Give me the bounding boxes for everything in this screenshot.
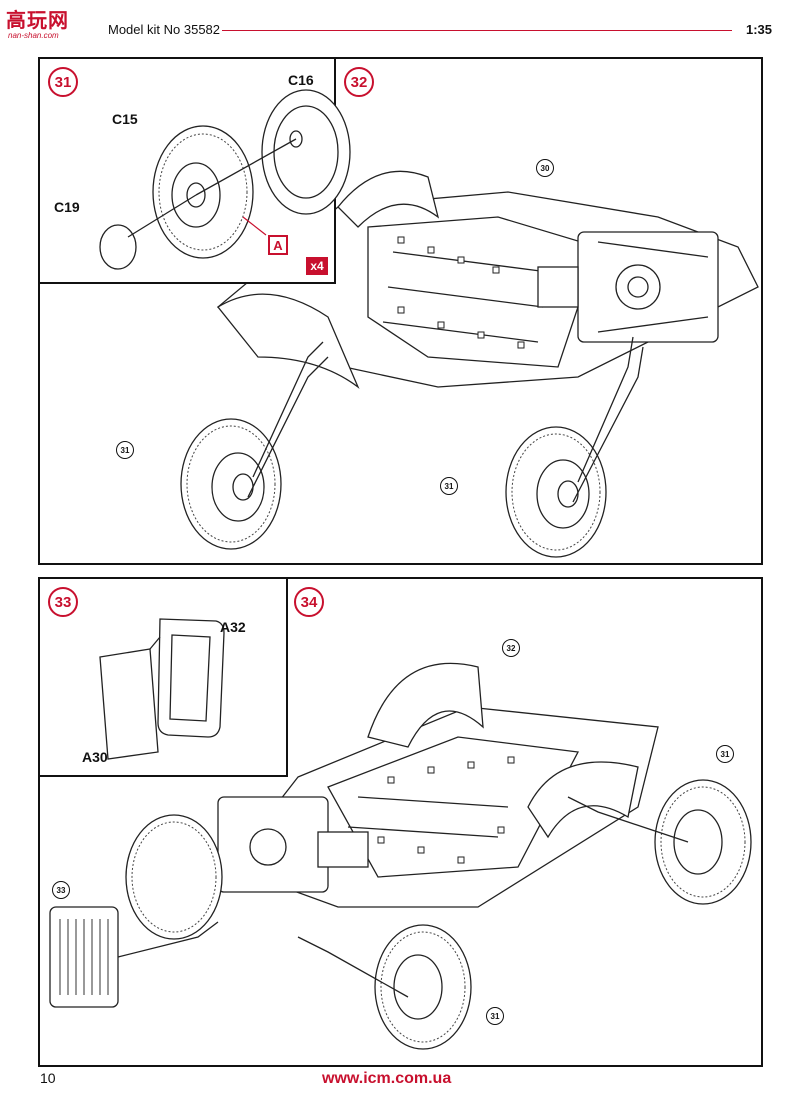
step-number-34: 34 bbox=[294, 587, 324, 617]
step-number-32: 32 bbox=[344, 67, 374, 97]
part-label-a30: A30 bbox=[82, 749, 108, 765]
site-logo-subtitle: nan-shan.com bbox=[8, 31, 59, 40]
page-number: 10 bbox=[40, 1070, 56, 1086]
header-rule bbox=[222, 30, 732, 31]
part-label-a32: A32 bbox=[220, 619, 246, 635]
ref-step-31-left: 31 bbox=[116, 441, 134, 459]
footer-url-link[interactable]: www.icm.com.ua bbox=[322, 1070, 452, 1087]
part-label-c15: C15 bbox=[112, 111, 138, 127]
scale-label: 1:35 bbox=[745, 22, 772, 37]
step-31-panel: 31 C16 C15 C19 A x4 bbox=[38, 57, 351, 284]
step-32-panel: 32 30 31 31 bbox=[38, 57, 763, 565]
step-33-panel: 33 A32 A30 bbox=[38, 577, 288, 777]
chassis-drawing-34 bbox=[49, 662, 752, 1050]
kit-title: Model kit No 35582 bbox=[108, 22, 221, 37]
part-label-c19: C19 bbox=[54, 199, 80, 215]
ref-step-31-right: 31 bbox=[716, 745, 734, 763]
paint-ref-a: A bbox=[268, 235, 288, 255]
radiator-drawing-33 bbox=[99, 618, 225, 760]
ref-step-31-right: 31 bbox=[440, 477, 458, 495]
ref-step-30: 30 bbox=[536, 159, 554, 177]
ref-step-32: 32 bbox=[502, 639, 520, 657]
wheel-assembly-drawing-31 bbox=[99, 89, 351, 270]
multiplier-badge: x4 bbox=[306, 257, 328, 275]
ref-step-33: 33 bbox=[52, 881, 70, 899]
chassis-drawing-32 bbox=[180, 170, 759, 558]
step-number-33: 33 bbox=[48, 587, 78, 617]
site-logo: 高玩网 bbox=[6, 8, 69, 32]
ref-step-31-bottom: 31 bbox=[486, 1007, 504, 1025]
part-label-c16: C16 bbox=[288, 72, 314, 88]
step-number-31: 31 bbox=[48, 67, 78, 97]
